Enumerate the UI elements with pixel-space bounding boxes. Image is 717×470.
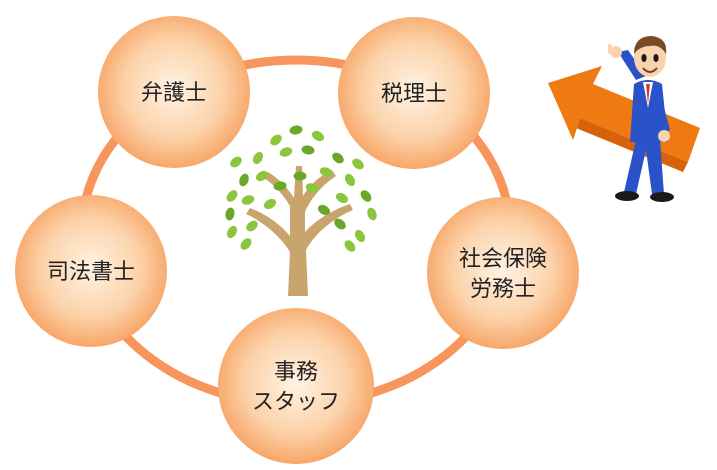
node-bengoshi: 弁護士 [98,16,250,168]
tree-leaf [332,152,344,164]
node-label: 労務士 [470,277,536,302]
tree-leaf [226,225,238,239]
tree-leaf [367,207,377,221]
arrow-up-left-icon [548,66,700,172]
tree-leaf [279,147,293,157]
node-label: 事務 [274,360,318,385]
node-circle [15,195,167,347]
tree-leaf [311,130,325,142]
tree-leaf [246,220,258,232]
tree-leaf [319,167,333,177]
tree-leaf [225,207,235,221]
tree-leaf [335,192,349,204]
node-label: スタッフ [252,390,340,415]
node-zeirishi: 税理士 [338,17,490,169]
tree-leaf [255,170,269,182]
tree-leaf [305,183,319,193]
tree-leaf [273,181,287,191]
node-circle [218,308,374,464]
tree-leaf [230,156,242,168]
node-circle [427,197,579,349]
tree-leaf [344,240,356,252]
node-label: 税理士 [381,82,447,107]
node-label: 社会保険 [459,247,547,272]
tree-leaf [360,190,372,202]
tree-leaf [352,158,364,170]
tree-leaf [270,134,282,146]
tree-leaf [354,229,366,243]
tree-leaf [252,151,264,165]
node-circle [98,16,250,168]
tree-leaf [289,125,303,135]
tree-leaf [301,145,315,155]
tree-icon [225,125,377,296]
tree-leaf [293,171,307,181]
tree-leaf [334,218,346,230]
tree-leaf [263,198,277,210]
businessman-pointing-icon [608,36,674,202]
node-label: 弁護士 [141,81,207,106]
tree-leaf [317,204,331,216]
node-circle [338,17,490,169]
tree-leaf [344,173,356,187]
node-label: 司法書士 [47,260,135,285]
node-shihou: 司法書士 [15,195,167,347]
tree-leaf [241,195,255,205]
tree-leaf [240,238,252,250]
tree-leaf [239,173,249,187]
tree-leaf [226,190,238,202]
